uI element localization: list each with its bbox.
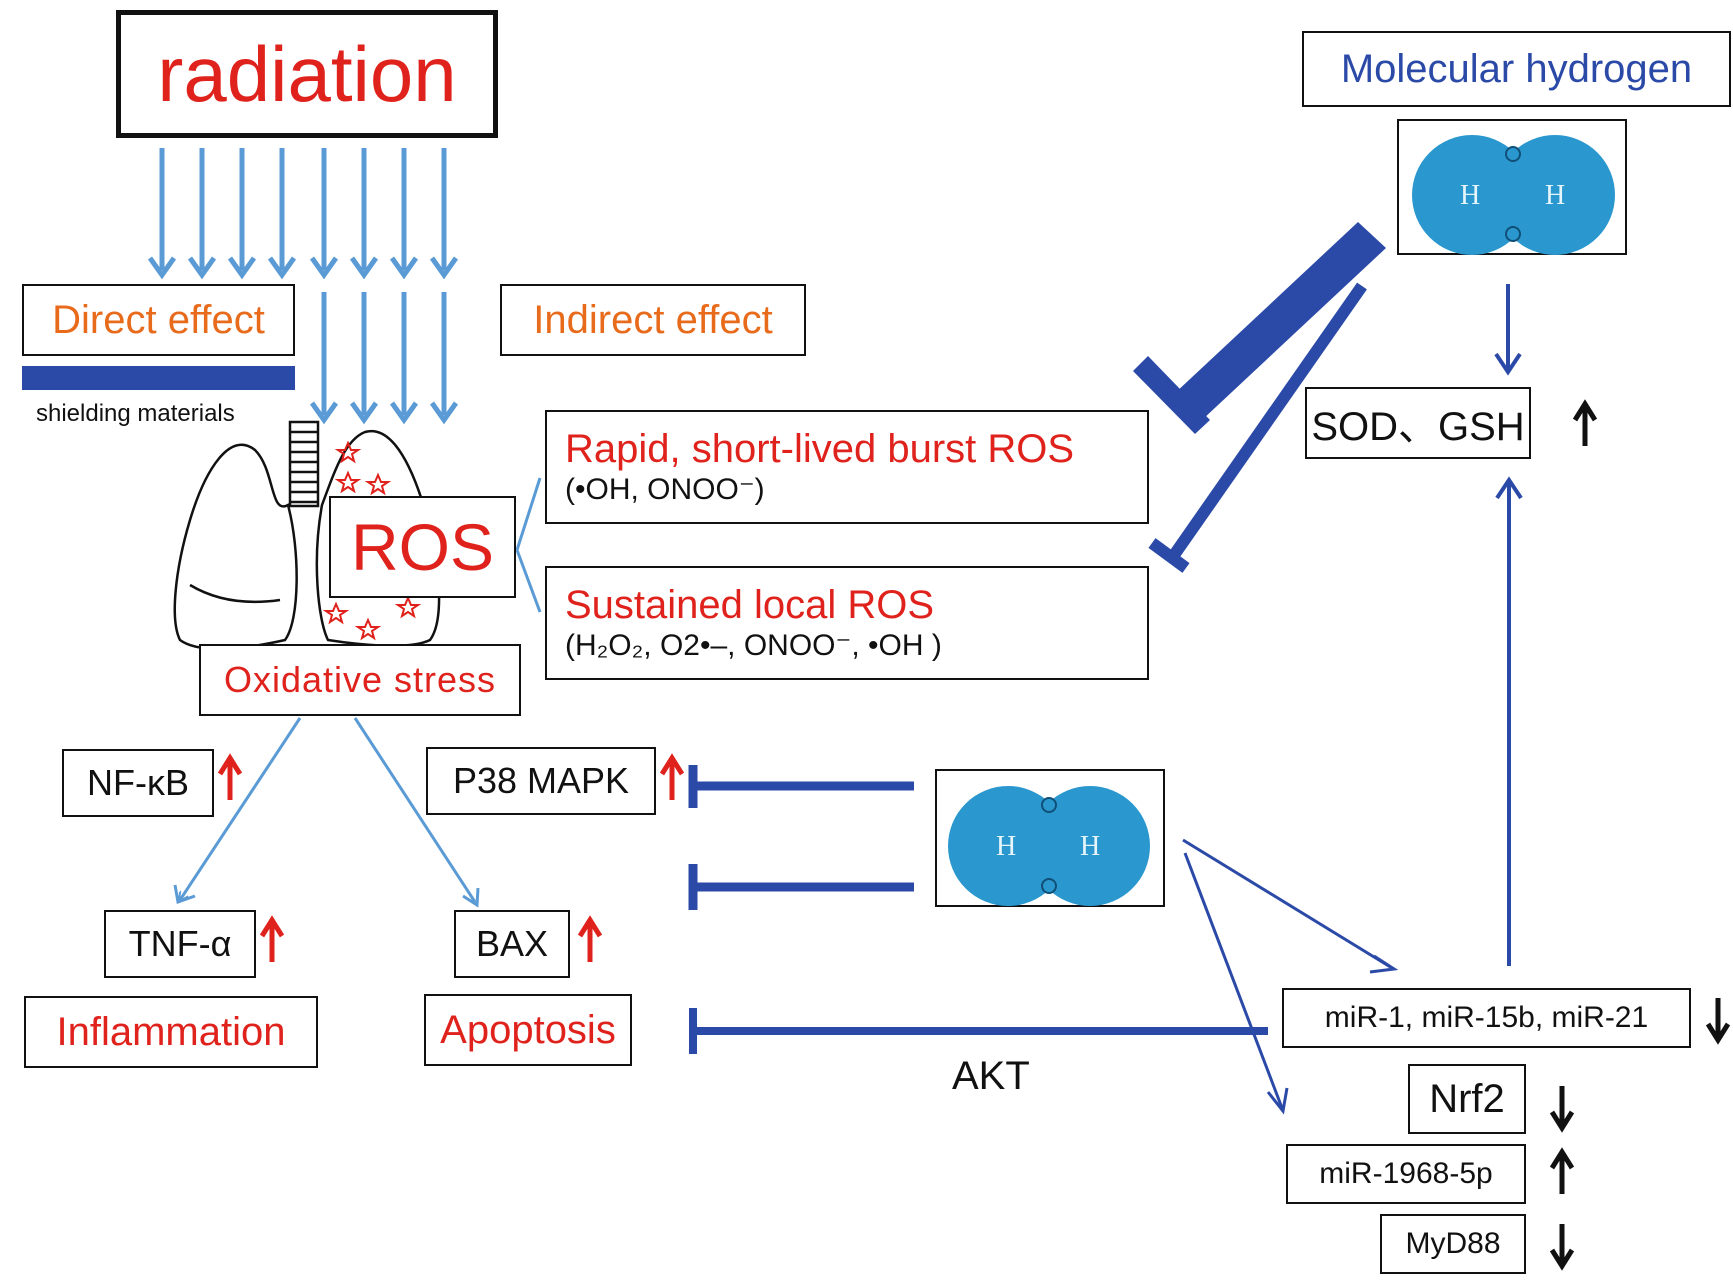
- sod-gsh-box: SOD、GSH: [1305, 387, 1531, 459]
- sod-gsh-label: SOD、GSH: [1311, 405, 1525, 449]
- hydrogen-inhibit-burst: [1133, 222, 1386, 434]
- hydrogen-to-sod-arrow: [1494, 284, 1522, 376]
- tnf-label: TNF-α: [128, 923, 232, 964]
- rapid-ros-species: (•OH, ONOO⁻): [565, 473, 765, 506]
- apoptosis-box: Apoptosis: [424, 994, 632, 1066]
- direct-effect-box: Direct effect: [22, 284, 295, 356]
- ros-box: ROS: [329, 496, 516, 598]
- mir1968-label: miR-1968-5p: [1319, 1157, 1493, 1190]
- molecular-hydrogen-box: Molecular hydrogen: [1302, 31, 1731, 107]
- ros-label: ROS: [350, 510, 495, 584]
- mir1968-box: miR-1968-5p: [1286, 1144, 1526, 1204]
- up-arrow-icon-p38: [659, 753, 685, 800]
- p38-mapk-box: P38 MAPK: [426, 747, 656, 815]
- nrf2-label: Nrf2: [1429, 1076, 1505, 1121]
- sustained-ros-species: (H₂O₂, O2•–, ONOO⁻, •OH ): [565, 629, 942, 662]
- oxidative-arrows: [173, 717, 480, 908]
- mirs-box: miR-1, miR-15b, miR-21: [1282, 988, 1691, 1048]
- myd88-label: MyD88: [1405, 1227, 1501, 1260]
- h-atom-label: H: [1545, 180, 1566, 211]
- myd88-box: MyD88: [1380, 1214, 1526, 1274]
- molecule-to-nrf2-arrow: [1183, 852, 1289, 1115]
- nrf2-box: Nrf2: [1408, 1064, 1526, 1134]
- ros-bracket: [515, 477, 542, 613]
- hydrogen-molecule-icon-mid: [935, 769, 1165, 907]
- up-arrow-icon-nfkb: [217, 753, 243, 800]
- inflammation-label: Inflammation: [56, 1009, 286, 1054]
- nfkb-box: NF-κB: [62, 749, 214, 817]
- indirect-effect-box: Indirect effect: [500, 284, 806, 356]
- mirs-to-sod-arrow: [1495, 476, 1523, 966]
- radiation-label: radiation: [157, 29, 457, 118]
- down-arrow-icon-myd88: [1549, 1224, 1575, 1271]
- lungs-icon: [173, 420, 441, 651]
- mirs-inhibit-apoptosis: [689, 1008, 1268, 1054]
- indirect-effect-label: Indirect effect: [533, 297, 773, 342]
- hydrogen-molecule-icon-top: [1397, 119, 1627, 255]
- radiation-arrows: [147, 148, 459, 425]
- molecule-to-mirs-arrow: [1182, 838, 1399, 974]
- direct-effect-label: Direct effect: [52, 297, 265, 342]
- molecule-inhibit-bax: [688, 864, 914, 910]
- bax-box: BAX: [454, 910, 570, 978]
- apoptosis-label: Apoptosis: [440, 1007, 616, 1052]
- sustained-ros-box: Sustained local ROS (H₂O₂, O2•–, ONOO⁻, …: [545, 566, 1149, 680]
- h-atom-label: H: [1460, 180, 1481, 211]
- oxidative-stress-box: Oxidative stress: [199, 644, 521, 716]
- shielding-bar: [22, 366, 295, 390]
- molecular-hydrogen-label: Molecular hydrogen: [1340, 46, 1693, 91]
- bax-label: BAX: [475, 923, 549, 964]
- h-atom-label: H: [996, 831, 1017, 862]
- sustained-ros-title: Sustained local ROS: [565, 583, 935, 627]
- up-arrow-icon-tnf: [259, 915, 285, 962]
- radiation-box: radiation: [116, 10, 498, 138]
- up-arrow-icon-bax: [577, 915, 603, 962]
- molecule-inhibit-p38: [688, 765, 914, 808]
- ros-star-markers: [322, 440, 422, 641]
- up-arrow-icon-sod: [1572, 399, 1598, 446]
- mirs-label: miR-1, miR-15b, miR-21: [1324, 1001, 1649, 1034]
- down-arrow-icon-mirs: [1705, 998, 1731, 1045]
- up-arrow-icon-mir1968: [1549, 1147, 1575, 1194]
- tnf-box: TNF-α: [104, 910, 256, 978]
- oxidative-stress-label: Oxidative stress: [223, 659, 497, 700]
- h-atom-label: H: [1080, 831, 1101, 862]
- nfkb-label: NF-κB: [87, 762, 189, 803]
- inflammation-box: Inflammation: [24, 996, 318, 1068]
- down-arrow-icon-nrf2: [1549, 1086, 1575, 1133]
- shielding-materials-label: shielding materials: [36, 400, 235, 427]
- hydrogen-inhibit-sustained: [1148, 282, 1367, 573]
- p38-mapk-label: P38 MAPK: [452, 760, 630, 801]
- rapid-ros-title: Rapid, short-lived burst ROS: [565, 427, 1075, 471]
- rapid-ros-box: Rapid, short-lived burst ROS (•OH, ONOO⁻…: [545, 410, 1149, 524]
- akt-label: AKT: [952, 1054, 1030, 1098]
